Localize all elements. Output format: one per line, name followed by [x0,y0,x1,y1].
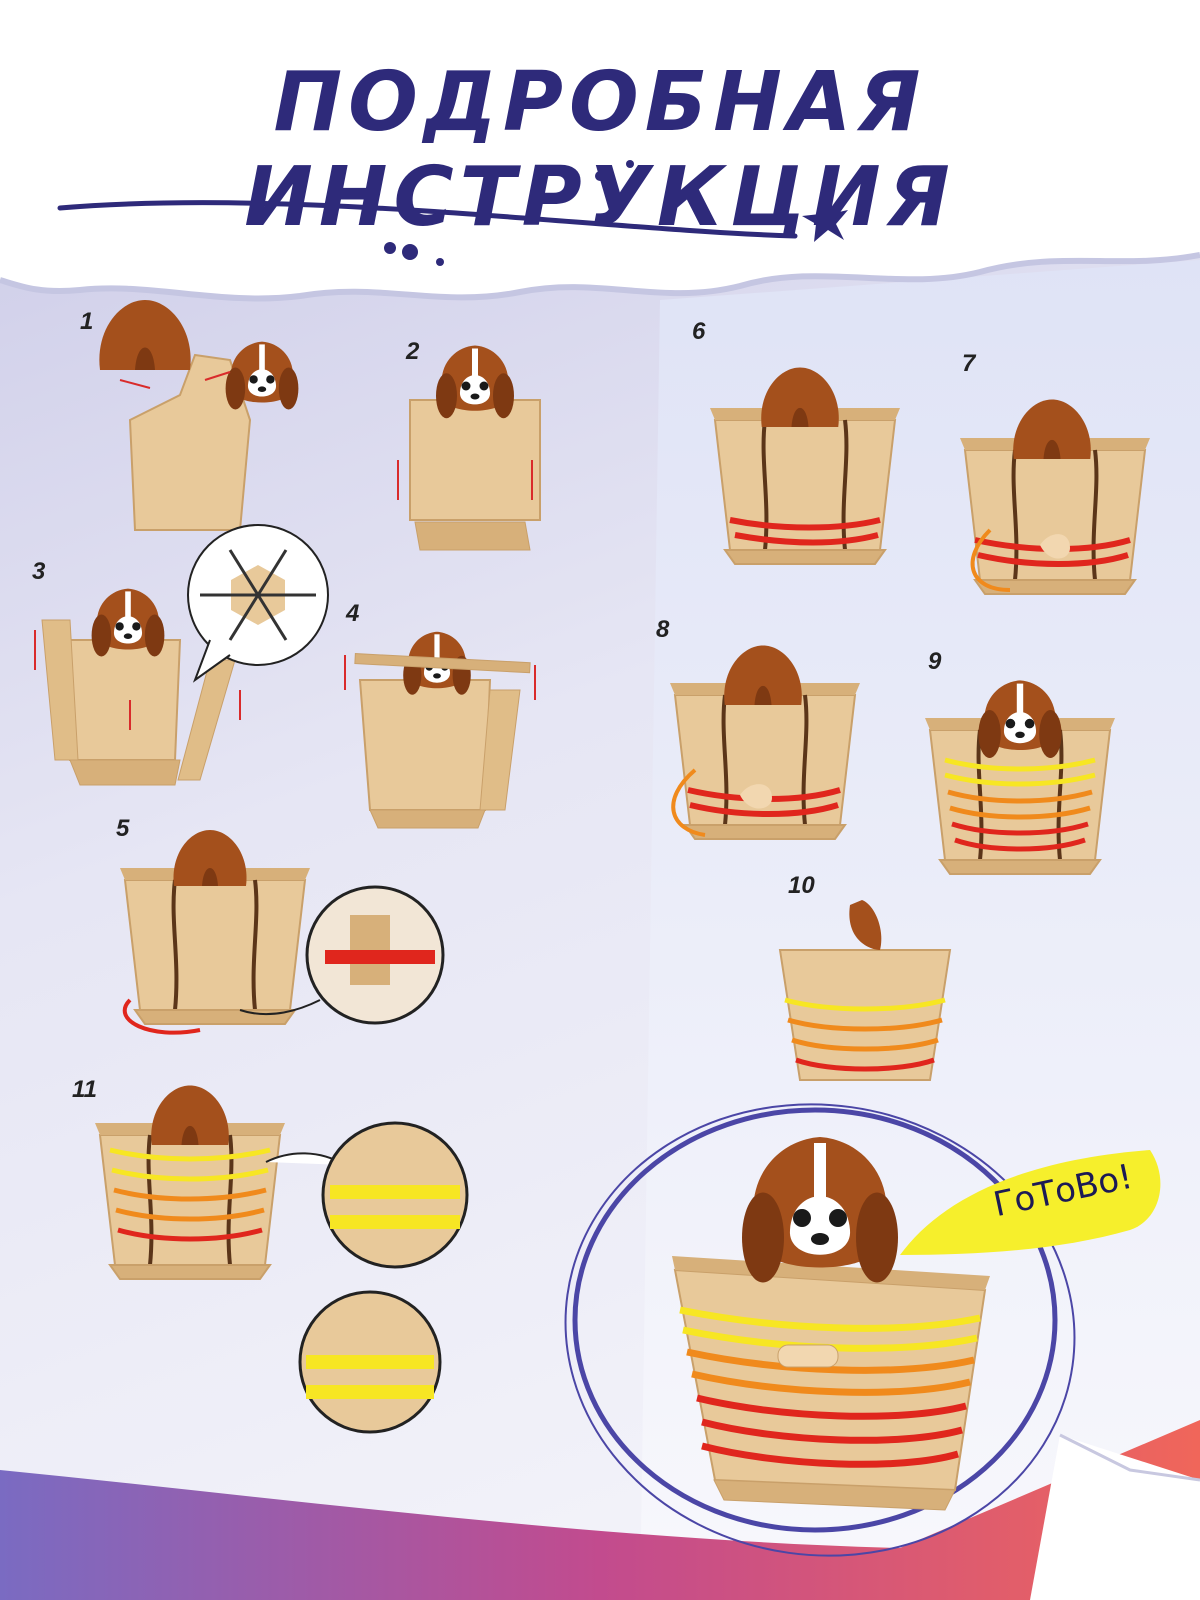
step-7-illustration [958,399,1152,596]
step-number-9: 9 [928,648,942,675]
step-number-6: 6 [692,318,706,345]
step-number-2: 2 [406,338,420,365]
step-number-5: 5 [116,815,130,842]
step-number-4: 4 [346,600,360,627]
step-4-illustration [344,631,536,829]
step-9-illustration [923,680,1117,876]
step-number-11: 11 [72,1076,97,1103]
page-title: ПОДРОБНАЯ ИНСТРУКЦИЯ [244,55,956,245]
step-number-8: 8 [656,616,670,643]
step-2-illustration [397,345,541,551]
step-number-10: 10 [788,872,815,899]
step-6-illustration [708,367,902,566]
final-result-illustration [564,1103,1161,1557]
step-5-illustration [118,830,445,1035]
step-number-7: 7 [962,350,976,377]
step-10-illustration [778,900,952,1081]
step-number-1: 1 [80,308,94,335]
step-11-illustration [93,1085,469,1434]
step-1-illustration [99,300,299,531]
step-3-illustration [34,524,329,786]
step-number-3: 3 [32,558,46,585]
step-8-illustration [668,645,862,841]
